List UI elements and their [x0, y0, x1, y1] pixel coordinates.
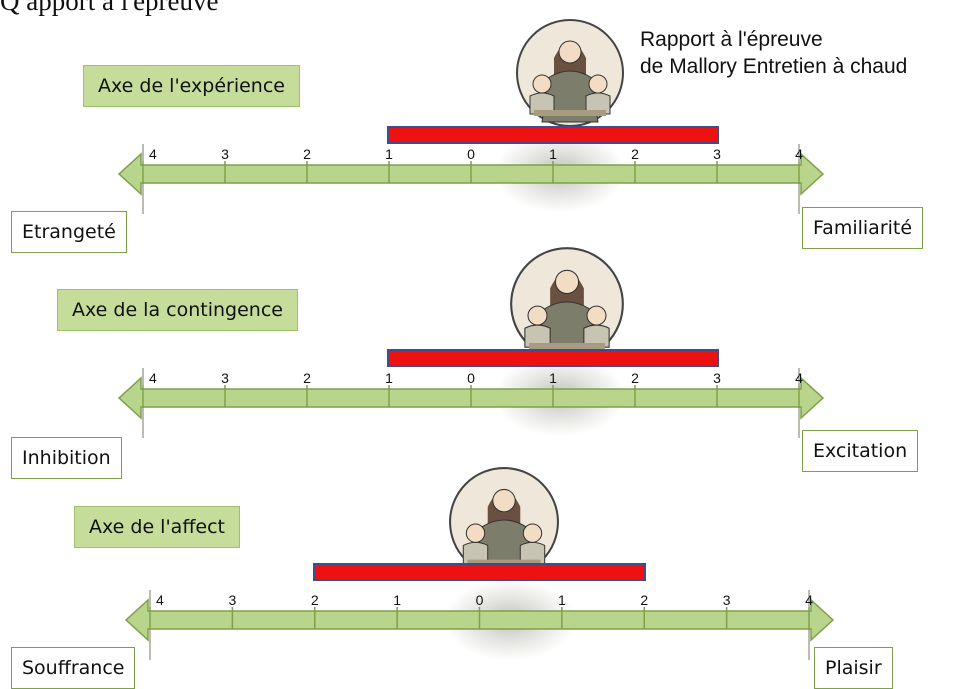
left-label-etrangete: Etrangeté: [11, 211, 127, 253]
tick-label: 2: [311, 592, 319, 608]
axis-title-contingence: Axe de la contingence: [57, 289, 298, 331]
tick-label: 4: [795, 146, 803, 162]
tick-label: 1: [385, 146, 393, 162]
left-label-inhibition: Inhibition: [11, 437, 122, 479]
tick-label: 2: [631, 146, 639, 162]
tick-label: 0: [467, 146, 475, 162]
range-bar: [387, 126, 719, 144]
caption-line-2: de Mallory Entretien à chaud: [640, 55, 908, 78]
tick-label: 3: [221, 146, 229, 162]
axis-title-experience: Axe de l'expérience: [83, 65, 300, 107]
tick-label: 2: [640, 592, 648, 608]
tick-label: 1: [393, 592, 401, 608]
tick-label: 2: [303, 370, 311, 386]
tick-label: 4: [149, 370, 157, 386]
caption: Rapport à l'épreuve de Mallory Entretien…: [640, 26, 907, 80]
right-label-plaisir: Plaisir: [814, 647, 893, 689]
tick-label: 1: [549, 370, 557, 386]
tick-label: 3: [723, 592, 731, 608]
tick-label: 3: [221, 370, 229, 386]
tick-label: 3: [713, 146, 721, 162]
tick-label: 1: [385, 370, 393, 386]
tick-label: 4: [795, 370, 803, 386]
tick-label: 0: [467, 370, 475, 386]
teacher-with-children-icon: [514, 18, 626, 133]
range-bar: [312, 563, 647, 581]
axis-arrow: 4 3 2 1 0 1 2 3 4: [117, 144, 825, 214]
right-label-excitation: Excitation: [802, 430, 919, 472]
tick-label: 3: [228, 592, 236, 608]
tick-label: 2: [303, 146, 311, 162]
tick-label: 4: [156, 592, 164, 608]
tick-label: 2: [631, 370, 639, 386]
tick-label: 1: [558, 592, 566, 608]
tick-label: 3: [713, 370, 721, 386]
tick-label: 4: [149, 146, 157, 162]
caption-line-1: Rapport à l'épreuve: [640, 28, 823, 51]
right-label-familiarite: Familiarité: [802, 207, 924, 249]
tick-label: 0: [476, 592, 484, 608]
left-label-souffrance: Souffrance: [11, 647, 136, 689]
cut-off-heading: Q apport à l'épreuve: [0, 0, 219, 16]
teacher-with-children-icon: [447, 466, 561, 583]
tick-label: 1: [549, 146, 557, 162]
teacher-with-children-icon: [508, 246, 626, 367]
range-bar: [387, 349, 719, 367]
tick-label: 4: [805, 592, 813, 608]
axis-arrow: 4 3 2 1 0 1 2 3 4: [117, 368, 825, 438]
axis-arrow: 4 3 2 1 0 1 2 3 4: [124, 590, 835, 660]
axis-title-affect: Axe de l'affect: [74, 506, 240, 548]
